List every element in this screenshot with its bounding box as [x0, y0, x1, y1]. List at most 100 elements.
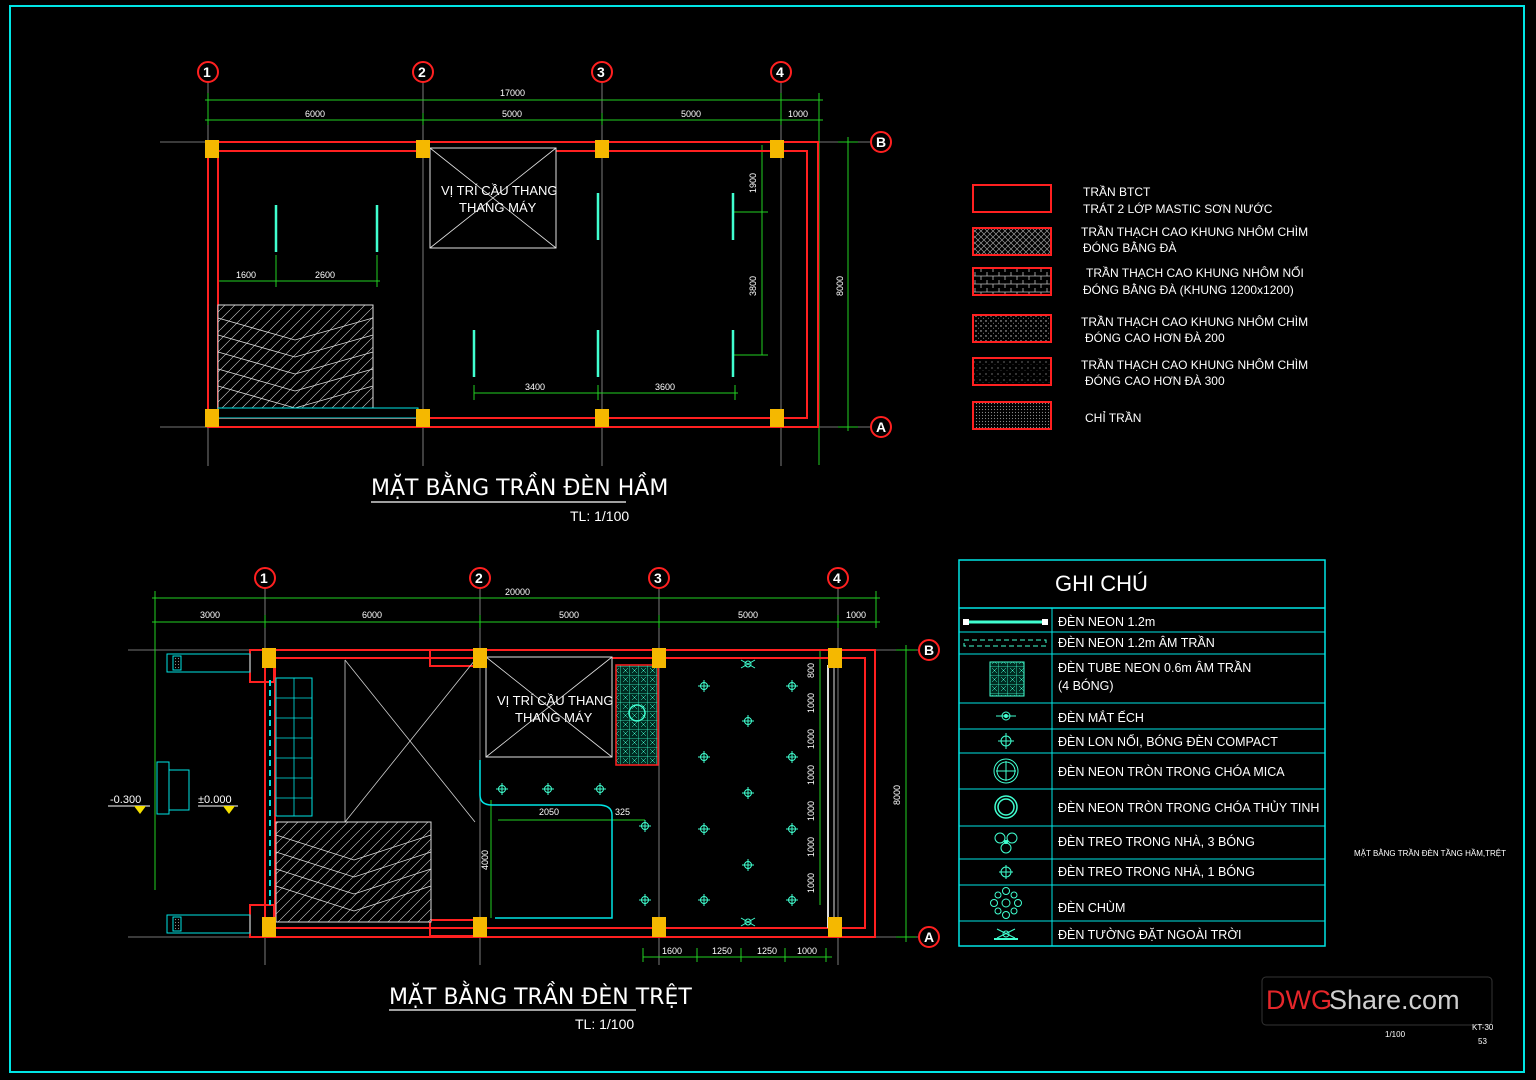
dim-3600: 3600: [655, 382, 675, 392]
downlight-icon: [996, 711, 1016, 721]
note-text-4: ĐÈN MẮT ẾCH: [1058, 710, 1144, 725]
dim-3400: 3400: [525, 382, 545, 392]
ceiling-swatch-exposed-grid: [972, 267, 1052, 296]
dim-2050: 2050: [539, 807, 559, 817]
downlights: [496, 659, 798, 927]
ceiling-legend-4b: ĐÓNG CAO HƠN ĐÀ 200: [1085, 330, 1225, 345]
grid-label-2: 2: [418, 64, 426, 80]
ceiling-legend-2b: ĐÓNG BẰNG ĐÀ: [1083, 240, 1176, 255]
footer-sheet-number: 53: [1478, 1037, 1487, 1046]
ceiling-swatch-concealed: [972, 227, 1052, 256]
elevator-label-g1: VỊ TRÍ CẦU THANG: [497, 693, 614, 708]
elevator-label-2: THANG MÁY: [459, 200, 537, 215]
dim-overall-ground: 20000: [505, 587, 530, 597]
dim-bay-g1: 3000: [200, 610, 220, 620]
side-sheet-title: MẶT BẰNG TRẦN ĐÈN TẦNG HẦM,TRỆT: [1354, 848, 1506, 858]
ceiling-legend-1b: TRÁT 2 LỚP MASTIC SƠN NƯỚC: [1083, 201, 1273, 216]
note-text-3: ĐÈN TUBE NEON 0.6m ÂM TRẦN: [1058, 660, 1251, 675]
hdim-2: 1250: [712, 946, 732, 956]
watermark-part-1: DWG: [1266, 985, 1332, 1015]
dim-bay-g2: 6000: [362, 610, 382, 620]
dim-325: 325: [615, 807, 630, 817]
basement-ceiling-plan: 17000 6000 5000 5000 1000 8000 1900 3800…: [160, 61, 892, 524]
ceiling-legend: TRẦN BTCT TRÁT 2 LỚP MASTIC SƠN NƯỚC TRẦ…: [972, 184, 1308, 430]
dim-bay-g3: 5000: [559, 610, 579, 620]
note-text-11: ĐÈN TƯỜNG ĐẶT NGOÀI TRỜI: [1058, 927, 1242, 942]
pendant-3-bulb-icon: [994, 832, 1018, 854]
dim-bay-4: 1000: [788, 109, 808, 119]
ceiling-legend-1a: TRẦN BTCT: [1083, 184, 1151, 199]
vdim-7: 1000: [806, 873, 816, 893]
row-label-a: A: [876, 419, 886, 435]
hdim-3: 1250: [757, 946, 777, 956]
vdim-3: 1000: [806, 729, 816, 749]
ceiling-outline-ground: [479, 760, 613, 919]
dim-overall: 17000: [500, 88, 525, 98]
elevator-ground: VỊ TRÍ CẦU THANG THANG MÁY: [485, 656, 659, 766]
grid-label-g1: 1: [260, 570, 268, 586]
note-text-5: ĐÈN LON NỔI, BÓNG ĐÈN COMPACT: [1058, 734, 1278, 749]
row-label-gb: B: [924, 642, 934, 658]
level-marks: -0.300 ±0.000: [108, 794, 238, 814]
dim-bay-g5: 1000: [846, 610, 866, 620]
plan-scale-ground: TL: 1/100: [575, 1016, 634, 1032]
dim-3800: 3800: [748, 276, 758, 296]
round-neon-glass-icon: [994, 795, 1018, 819]
row-label-ga: A: [924, 929, 934, 945]
neon-line-icon: [963, 619, 1048, 625]
columns-ground: [262, 648, 842, 937]
lighting-notes-table: GHI CHÚ: [958, 559, 1326, 947]
dim-1600: 1600: [236, 270, 256, 280]
chandelier-icon: [990, 887, 1022, 919]
note-text-10: ĐÈN CHÙM: [1058, 900, 1125, 915]
vdim-1: 800: [806, 663, 816, 678]
plan-title-basement: MẶT BẰNG TRẦN ĐÈN HẦM: [371, 472, 668, 501]
grid-label-3: 3: [597, 64, 605, 80]
ceiling-legend-2a: TRẦN THẠCH CAO KHUNG NHÔM CHÌM: [1081, 224, 1308, 239]
note-text-7: ĐÈN NEON TRÒN TRONG CHÓA THỦY TINH: [1058, 800, 1319, 815]
note-text-2: ĐÈN NEON 1.2m ÂM TRẦN: [1058, 635, 1215, 650]
neon-recessed-icon: [963, 639, 1047, 647]
dim-1900: 1900: [748, 173, 758, 193]
vdim-6: 1000: [806, 837, 816, 857]
grid-label-1: 1: [203, 64, 211, 80]
notes-row-dividers: [959, 631, 1325, 922]
dimension-lines-ground: [152, 591, 916, 962]
ceiling-legend-5a: TRẦN THẠCH CAO KHUNG NHÔM CHÌM: [1081, 357, 1308, 372]
watermark-part-2: Share.com: [1329, 985, 1460, 1015]
note-text-1: ĐÈN NEON 1.2m: [1058, 614, 1155, 629]
ceiling-legend-4a: TRẦN THẠCH CAO KHUNG NHÔM CHÌM: [1081, 314, 1308, 329]
grid-label-g3: 3: [654, 570, 662, 586]
elevator-label-g2: THANG MÁY: [515, 710, 593, 725]
note-text-6: ĐÈN NEON TRÒN TRONG CHÓA MICA: [1058, 764, 1285, 779]
grid-label-4: 4: [776, 64, 784, 80]
footer-sheet-code: KT-30: [1472, 1023, 1494, 1032]
elevator-label-1: VỊ TRÍ CẦU THANG: [441, 183, 558, 198]
ceiling-legend-6a: CHỈ TRẦN: [1085, 410, 1141, 425]
dim-4000: 4000: [480, 850, 490, 870]
dim-right: 8000: [835, 276, 845, 296]
ceiling-swatch-cornice: [972, 401, 1052, 430]
dim-bay-1: 6000: [305, 109, 325, 119]
row-label-b: B: [876, 134, 886, 150]
vdim-2: 1000: [806, 693, 816, 713]
grid-label-g4: 4: [833, 570, 841, 586]
grid-lines-ground: [128, 588, 918, 965]
dim-bay-g4: 5000: [738, 610, 758, 620]
hdim-1: 1600: [662, 946, 682, 956]
porch: [156, 653, 271, 934]
plan-scale-basement: TL: 1/100: [570, 508, 629, 524]
note-text-9: ĐÈN TREO TRONG NHÀ, 1 BÓNG: [1058, 864, 1255, 879]
ceiling-swatch-300: [972, 357, 1052, 386]
dwgshare-watermark: DWG Share.com: [1261, 976, 1493, 1026]
grid-bubbles: 1 2 3 4 B A: [197, 61, 892, 438]
neon-lamps: [274, 193, 735, 377]
ceiling-legend-5b: ĐÓNG CAO HƠN ĐÀ 300: [1085, 373, 1225, 388]
surface-can-light-icon: [998, 733, 1014, 749]
level-right: ±0.000: [198, 794, 232, 806]
elevator: VỊ TRÍ CẦU THANG THANG MÁY: [429, 147, 558, 249]
stair: [217, 304, 419, 419]
tube-neon-grid-icon: [989, 661, 1025, 697]
ceiling-swatch-rc: [972, 184, 1052, 213]
